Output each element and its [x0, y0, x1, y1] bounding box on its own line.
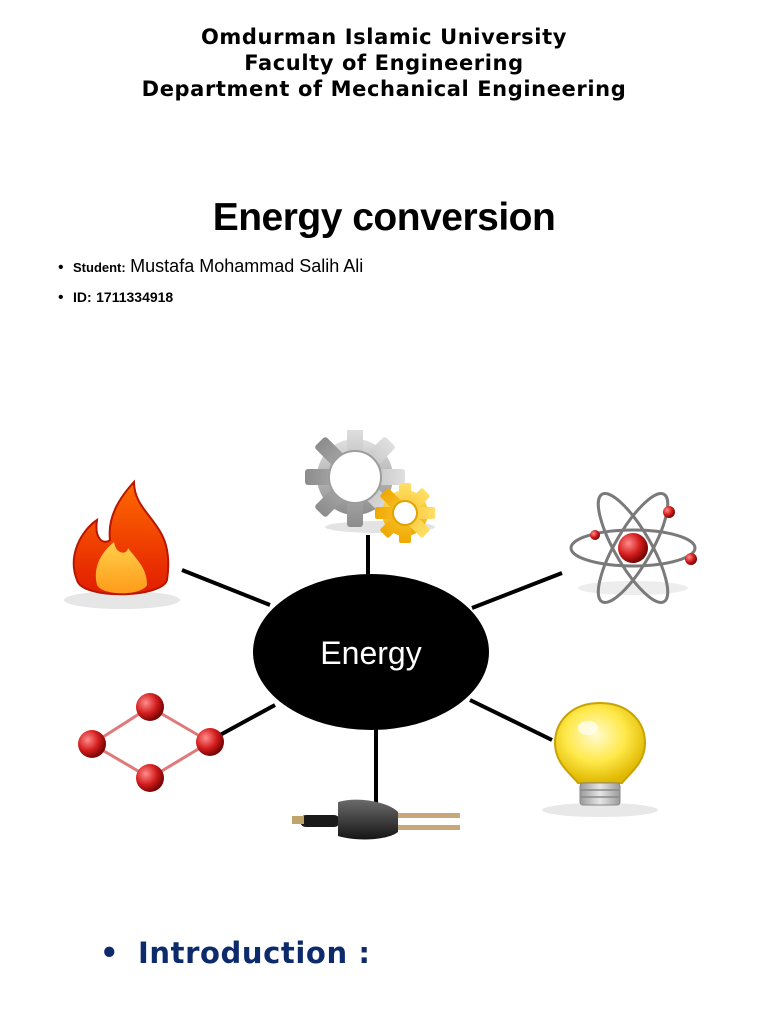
student-label: Student:	[73, 260, 126, 275]
department-name: Department of Mechanical Engineering	[141, 77, 627, 101]
energy-center-label: Energy	[320, 635, 421, 671]
connector-lines	[181, 535, 563, 812]
document-title: Energy conversion	[212, 196, 556, 239]
energy-diagram: Energy	[64, 430, 697, 840]
fire-icon	[64, 479, 180, 609]
introduction-label: Introduction :	[138, 936, 371, 970]
faculty-name: Faculty of Engineering	[244, 51, 524, 75]
bullet: •	[100, 936, 120, 970]
light-bulb-icon	[542, 701, 658, 817]
id-label: ID:	[73, 289, 92, 305]
power-plug-icon	[292, 799, 460, 840]
energy-center-node: Energy	[253, 574, 489, 730]
institution-header: Omdurman Islamic University Faculty of E…	[0, 24, 768, 102]
id-line: • ID: 1711334918	[58, 289, 173, 307]
introduction-heading: • Introduction :	[100, 936, 371, 970]
bullet: •	[58, 259, 64, 276]
student-name: Mustafa Mohammad Salih Ali	[130, 256, 364, 276]
molecule-icon	[78, 693, 224, 792]
id-value: 1711334918	[96, 289, 174, 305]
bullet: •	[58, 289, 64, 306]
university-name: Omdurman Islamic University	[200, 25, 568, 49]
gear-icon	[305, 430, 435, 543]
student-line: • Student: Mustafa Mohammad Salih Ali	[58, 256, 363, 277]
atom-icon	[569, 492, 697, 604]
